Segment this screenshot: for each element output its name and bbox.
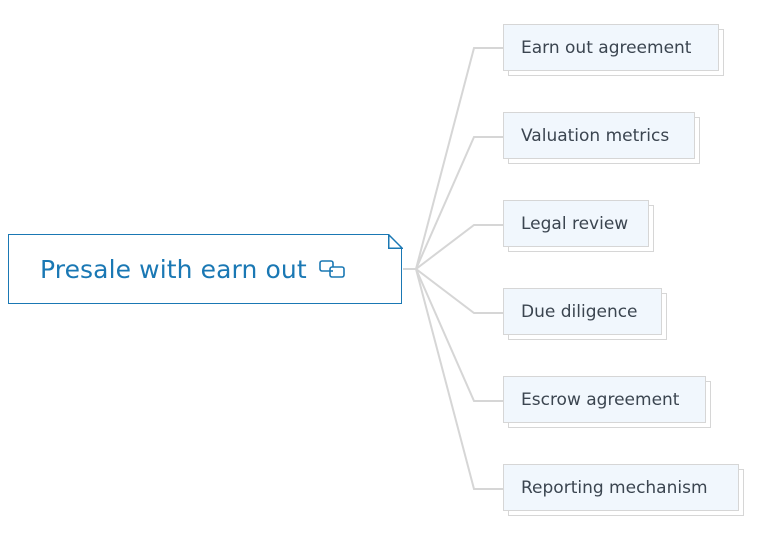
child-topic-box[interactable]: Earn out agreement [503,24,719,71]
child-topic-label: Earn out agreement [521,37,692,58]
child-topic-box[interactable]: Due diligence [503,288,662,335]
connector-valuation-metrics [403,136,503,270]
child-topic-label: Escrow agreement [521,389,680,410]
child-topic-label: Legal review [521,213,629,234]
child-topic-label: Valuation metrics [521,125,670,146]
connector-reporting-mechanism [403,268,503,490]
connector-earn-out-agreement [403,47,503,270]
child-topic-label: Due diligence [521,301,638,322]
child-topic-box[interactable]: Escrow agreement [503,376,706,423]
root-note-fold [388,234,403,249]
child-topic-label: Reporting mechanism [521,477,708,498]
root-topic-title: Presale with earn out [40,254,307,284]
child-topic-box[interactable]: Reporting mechanism [503,464,739,511]
root-topic[interactable]: Presale with earn out [8,234,402,304]
child-topic-box[interactable]: Valuation metrics [503,112,695,159]
connector-escrow-agreement [403,268,503,402]
child-topic-box[interactable]: Legal review [503,200,649,247]
linked-pages-icon[interactable] [318,258,348,280]
